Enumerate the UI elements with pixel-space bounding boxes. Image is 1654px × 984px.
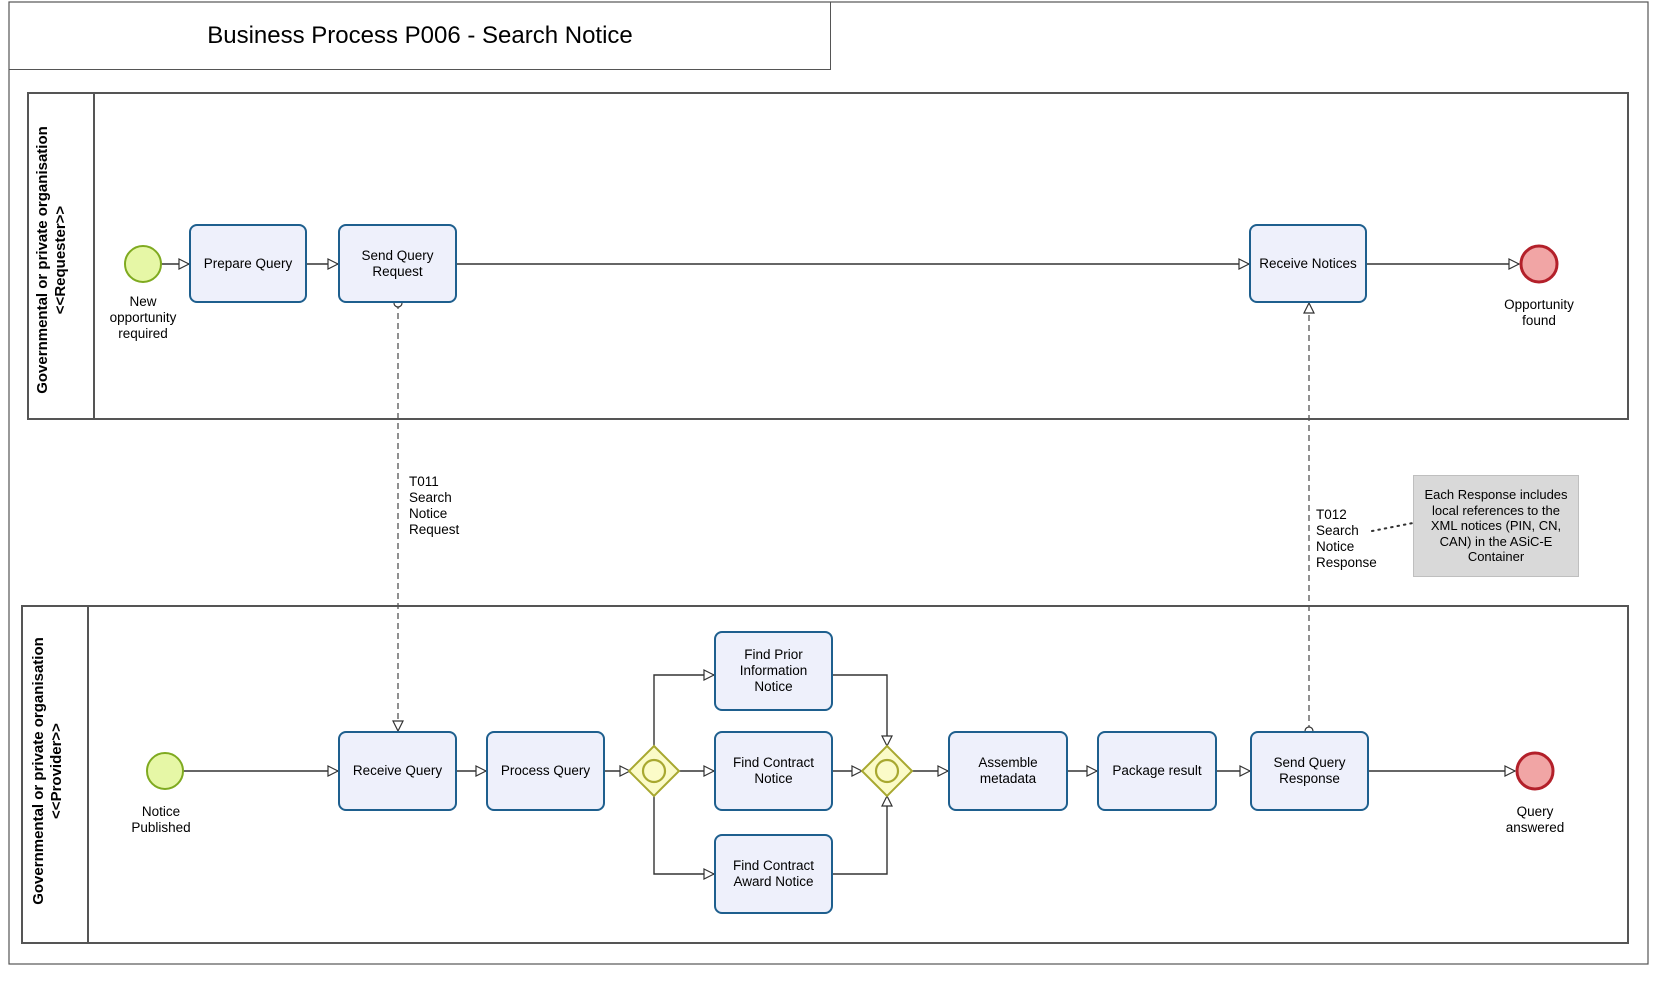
lane-role-requester: <<Requester>>	[52, 205, 69, 315]
task-receive-notices[interactable]: Receive Notices	[1249, 224, 1367, 303]
lane-role-provider: <<Provider>>	[48, 723, 65, 819]
task-receive-notices-label: Receive Notices	[1259, 255, 1357, 271]
task-find-prior-information-notice[interactable]: Find Prior Information Notice	[714, 631, 833, 711]
end-event-provider-label: Query answered	[1505, 804, 1565, 835]
task-assemble-metadata[interactable]: Assemble metadata	[948, 731, 1068, 811]
task-package-result[interactable]: Package result	[1097, 731, 1217, 811]
lane-label-provider: Governmental or private organisation <<P…	[30, 621, 74, 921]
parallel-join-gateway	[860, 744, 914, 798]
task-receive-query[interactable]: Receive Query	[338, 731, 457, 811]
task-assemble-metadata-label: Assemble metadata	[978, 755, 1038, 786]
task-process-query[interactable]: Process Query	[486, 731, 605, 811]
title-box: Business Process P006 - Search Notice	[9, 2, 831, 70]
task-prepare-query[interactable]: Prepare Query	[189, 224, 307, 303]
flow-split-to-pin	[653, 675, 714, 747]
task-send-query-request-label: Send Query Request	[361, 247, 434, 279]
task-prepare-query-label: Prepare Query	[203, 255, 293, 271]
message-label-t012: T012 Search Notice Response	[1316, 507, 1377, 570]
end-event-requester	[1519, 244, 1559, 284]
diagram-title: Business Process P006 - Search Notice	[207, 22, 633, 49]
end-event-provider	[1515, 751, 1555, 791]
outer-frame	[8, 1, 1649, 965]
lane-name-provider: Governmental or private organisation	[30, 637, 47, 905]
message-label-t011: T011 Search Notice Request	[409, 474, 460, 537]
task-find-pin-label: Find Prior Information Notice	[739, 647, 808, 694]
task-find-can-label: Find Contract Award Notice	[732, 858, 815, 889]
start-event-requester	[124, 245, 162, 283]
start-event-provider	[146, 752, 184, 790]
flow-can-to-join	[833, 796, 887, 875]
text-annotation-text: Each Response includes local references …	[1424, 487, 1568, 565]
text-annotation: Each Response includes local references …	[1413, 475, 1579, 577]
lane-label-requester: Governmental or private organisation <<R…	[34, 110, 78, 410]
task-find-contract-award-notice[interactable]: Find Contract Award Notice	[714, 834, 833, 914]
task-send-query-response[interactable]: Send Query Response	[1250, 731, 1369, 811]
start-event-provider-label: Notice Published	[131, 804, 191, 835]
end-event-requester-label: Opportunity found	[1504, 297, 1574, 328]
task-send-query-request[interactable]: Send Query Request	[338, 224, 457, 303]
task-find-contract-notice[interactable]: Find Contract Notice	[714, 731, 833, 811]
requester-pool	[27, 92, 1629, 420]
flow-pin-to-join	[833, 674, 887, 746]
task-package-result-label: Package result	[1112, 763, 1202, 778]
parallel-split-gateway	[627, 744, 681, 798]
task-send-query-response-label: Send Query Response	[1273, 755, 1346, 786]
annotation-association	[1371, 522, 1414, 532]
flow-split-to-can	[653, 795, 714, 874]
task-find-cn-label: Find Contract Notice	[732, 755, 815, 786]
provider-pool	[21, 605, 1629, 944]
start-event-requester-label: New opportunity required	[109, 294, 177, 341]
task-receive-query-label: Receive Query	[352, 763, 443, 778]
task-process-query-label: Process Query	[500, 763, 591, 778]
lane-name-requester: Governmental or private organisation	[34, 126, 51, 394]
